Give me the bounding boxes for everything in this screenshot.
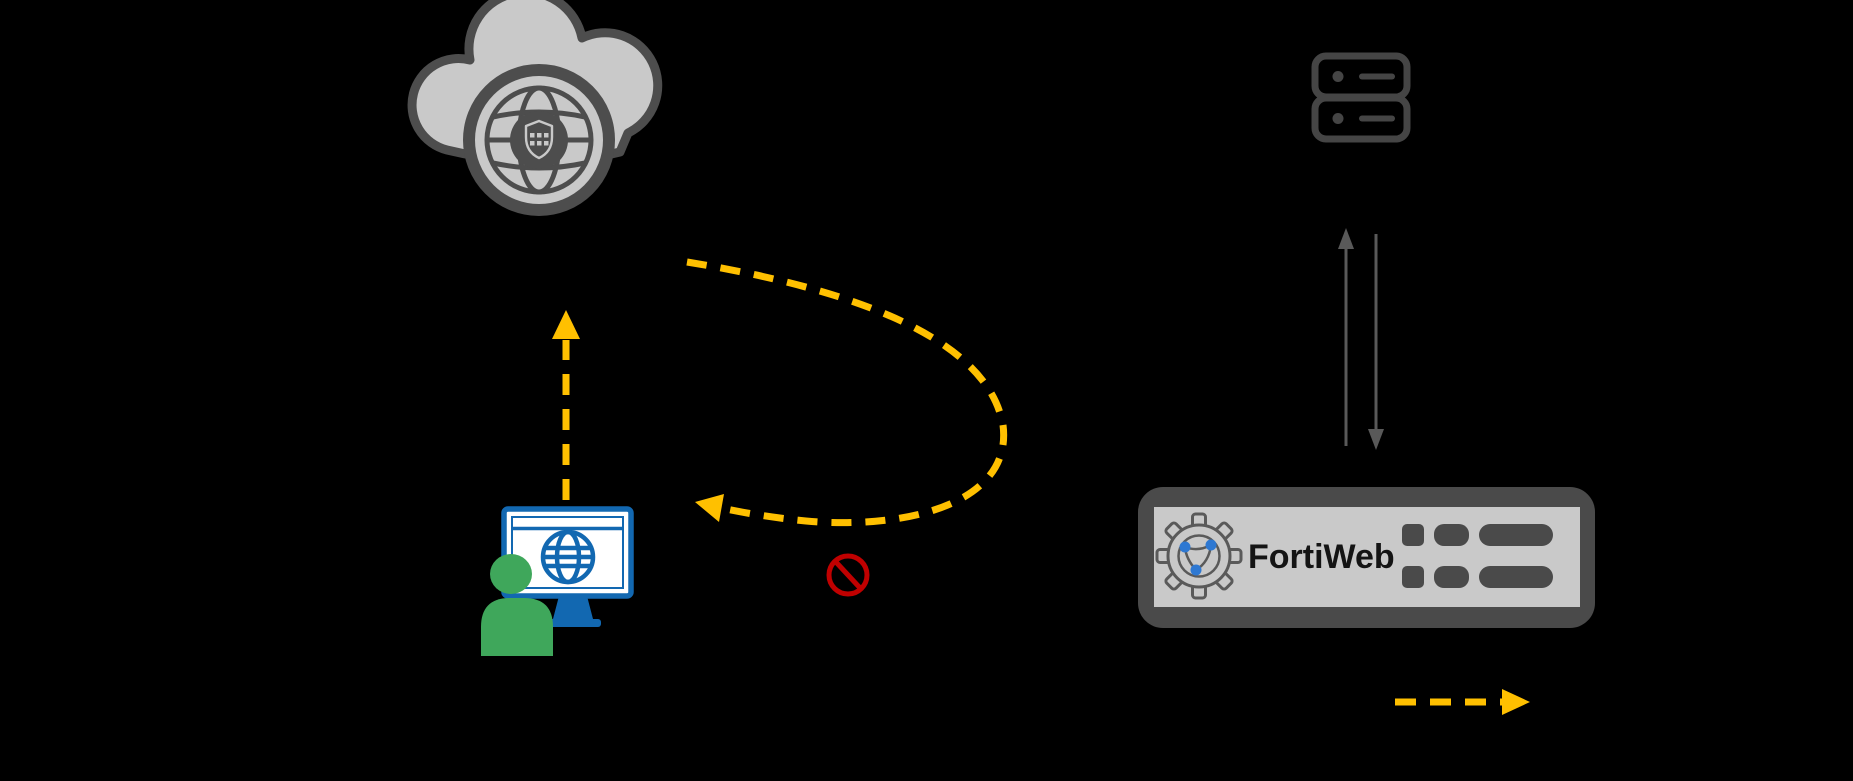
gear-network-icon xyxy=(1155,512,1243,600)
client-to-internet-arrow xyxy=(552,310,580,500)
server-stack-icon xyxy=(1311,52,1411,143)
server-traffic-arrows xyxy=(1338,228,1384,450)
redirect-curve-arrow xyxy=(686,258,1008,527)
monitor-globe-icon xyxy=(540,529,596,585)
internet-cloud-icon xyxy=(407,0,663,216)
gear-network-nodes xyxy=(1179,539,1217,576)
shield-grid-dots xyxy=(530,133,549,146)
fortiweb-label: FortiWeb xyxy=(1248,538,1395,576)
monitor-base xyxy=(544,619,601,627)
fortiweb-appliance: FortiWeb xyxy=(1138,487,1595,628)
no-entry-icon xyxy=(826,553,870,597)
browser-monitor-icon xyxy=(501,506,634,627)
client-user-node xyxy=(481,506,634,656)
shield-icon xyxy=(524,119,554,160)
person-icon xyxy=(481,554,553,656)
legend-dashed-arrow xyxy=(1395,689,1530,715)
appliance-ports xyxy=(1402,524,1553,588)
arrow-up xyxy=(1338,228,1354,446)
monitor-stand xyxy=(553,596,593,619)
arrow-down xyxy=(1368,234,1384,450)
